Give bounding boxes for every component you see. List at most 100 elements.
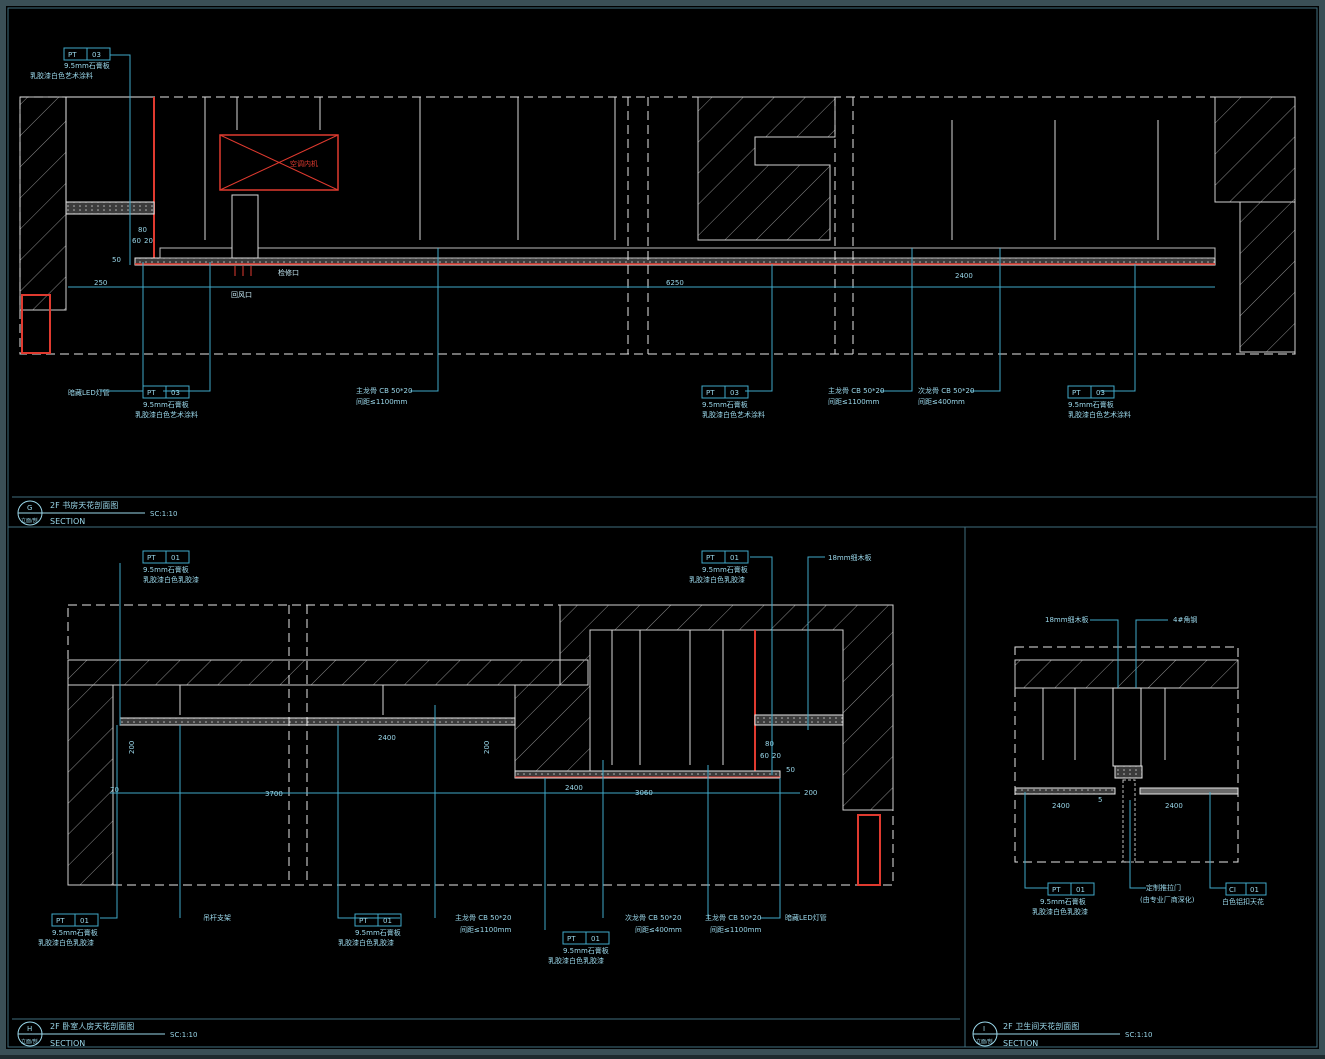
svg-text:PT: PT xyxy=(1072,389,1081,397)
svg-text:PT: PT xyxy=(56,917,65,925)
section-h-hanger-note: 吊杆支架 xyxy=(203,913,231,922)
svg-text:9.5mm石膏板: 9.5mm石膏板 xyxy=(702,565,748,574)
section-g-main-keel-2-spacing: 间距≤1100mm xyxy=(828,398,879,406)
section-g-dim-2400: 2400 xyxy=(955,272,973,280)
section-h-tag-5: PT 01 9.5mm石膏板 乳胶漆白色乳胶漆 xyxy=(548,931,610,965)
section-i-track xyxy=(1114,765,1143,779)
svg-text:乳胶漆白色艺术涂料: 乳胶漆白色艺术涂料 xyxy=(30,71,93,80)
section-h-marker-sub: 立面/剖 xyxy=(21,1038,38,1045)
section-g-dim-60: 60 xyxy=(132,237,141,245)
section-g-main-keel-2: 主龙骨 CB 50*20 xyxy=(828,386,884,395)
section-i-ceiling-left xyxy=(1014,787,1116,795)
svg-text:乳胶漆白色乳胶漆: 乳胶漆白色乳胶漆 xyxy=(689,575,745,584)
section-g-marker-letter: G xyxy=(27,504,32,512)
svg-text:9.5mm石膏板: 9.5mm石膏板 xyxy=(355,928,401,937)
section-i-tag-1: PT 01 9.5mm石膏板 乳胶漆白色乳胶漆 xyxy=(1032,882,1095,916)
svg-text:9.5mm石膏板: 9.5mm石膏板 xyxy=(64,61,110,70)
section-i-ceiling-right xyxy=(1139,787,1239,795)
section-h-dim-200b: 200 xyxy=(483,741,491,754)
svg-text:PT: PT xyxy=(706,389,715,397)
section-h-drawing: 3700 3060 2400 2400 200 200 70 80 60 20 … xyxy=(12,550,960,1048)
svg-text:乳胶漆白色乳胶漆: 乳胶漆白色乳胶漆 xyxy=(38,938,94,947)
section-g-scale: SC:1:10 xyxy=(150,510,177,518)
section-g-beam xyxy=(697,96,836,241)
svg-text:白色铝扣天花: 白色铝扣天花 xyxy=(1222,897,1264,906)
svg-text:PT: PT xyxy=(147,554,156,562)
svg-text:01: 01 xyxy=(171,554,180,562)
svg-text:9.5mm石膏板: 9.5mm石膏板 xyxy=(563,946,609,955)
svg-text:9.5mm石膏板: 9.5mm石膏板 xyxy=(143,565,189,574)
section-g-dim-80: 80 xyxy=(138,226,147,234)
section-h-tag-3: PT 01 9.5mm石膏板 乳胶漆白色乳胶漆 xyxy=(38,913,99,947)
svg-text:01: 01 xyxy=(1076,886,1085,894)
section-g-marker-sub: 立面/剖 xyxy=(21,517,38,524)
section-h-beam xyxy=(514,604,894,811)
svg-text:PT: PT xyxy=(147,389,156,397)
section-h-curtain xyxy=(857,814,881,886)
section-h-marker-letter: H xyxy=(27,1025,32,1033)
svg-text:PT: PT xyxy=(567,935,576,943)
section-i-door-note: 定制推拉门 xyxy=(1146,883,1181,892)
ac-unit-cross-b xyxy=(219,134,339,191)
section-h-tag-1: PT 01 9.5mm石膏板 乳胶漆白色乳胶漆 xyxy=(142,550,199,584)
section-h-dim-50: 50 xyxy=(786,766,795,774)
svg-text:9.5mm石膏板: 9.5mm石膏板 xyxy=(1040,897,1086,906)
section-h-hangers xyxy=(179,630,724,765)
section-h-ceiling-board-2 xyxy=(514,770,781,779)
section-h-left-wall xyxy=(67,684,114,886)
section-i-scale: SC:1:10 xyxy=(1125,1031,1152,1039)
svg-text:PT: PT xyxy=(359,917,368,925)
section-g-main-keel-spacing: 间距≤1100mm xyxy=(356,398,407,406)
section-g-breaks xyxy=(627,97,854,354)
section-g-curtain xyxy=(21,294,51,354)
section-i-title: 2F 卫生间天花剖面图 xyxy=(1003,1021,1079,1031)
section-h-dim-200a: 200 xyxy=(128,741,136,754)
section-g-keel xyxy=(159,247,1216,259)
section-g-dim-overall: 6250 xyxy=(666,279,684,287)
section-g-main-keel: 主龙骨 CB 50*20 xyxy=(356,386,412,395)
svg-text:01: 01 xyxy=(730,554,739,562)
return-air-arrows xyxy=(234,266,252,276)
section-g-dim-20: 20 xyxy=(144,237,153,245)
section-g-label: SECTION xyxy=(50,517,85,526)
section-h-dim-200c: 200 xyxy=(804,789,817,797)
svg-text:PT: PT xyxy=(706,554,715,562)
svg-text:乳胶漆白色乳胶漆: 乳胶漆白色乳胶漆 xyxy=(338,938,394,947)
section-g-left-wall xyxy=(19,96,67,311)
svg-text:9.5mm石膏板: 9.5mm石膏板 xyxy=(702,400,748,409)
section-h-tag-4: PT 01 9.5mm石膏板 乳胶漆白色乳胶漆 xyxy=(338,913,402,947)
svg-text:01: 01 xyxy=(1250,886,1259,894)
section-h-dim-20: 20 xyxy=(772,752,781,760)
section-g-sub-keel: 次龙骨 CB 50*20 xyxy=(918,386,974,395)
svg-text:01: 01 xyxy=(80,917,89,925)
section-h-main-keel-2-spacing: 间距≤1100mm xyxy=(710,926,761,934)
section-g-sub-keel-spacing: 间距≤400mm xyxy=(918,398,965,406)
section-g-tag-2: PT 03 9.5mm石膏板 乳胶漆白色艺术涂料 xyxy=(135,385,198,419)
svg-text:PT: PT xyxy=(68,51,77,59)
section-h-breaks xyxy=(288,605,308,885)
section-i-label: SECTION xyxy=(1003,1039,1038,1048)
svg-text:03: 03 xyxy=(730,389,739,397)
svg-text:01: 01 xyxy=(383,917,392,925)
svg-text:PT: PT xyxy=(1052,886,1061,894)
svg-text:9.5mm石膏板: 9.5mm石膏板 xyxy=(52,928,98,937)
section-g-tag-4: PT 03 9.5mm石膏板 乳胶漆白色艺术涂料 xyxy=(1067,385,1131,419)
section-h-ceiling-board-1 xyxy=(119,717,516,726)
section-h-main-keel-2: 主龙骨 CB 50*20 xyxy=(705,913,761,922)
section-h-leaders xyxy=(100,556,825,930)
section-i-door xyxy=(1122,779,1136,863)
svg-text:乳胶漆白色乳胶漆: 乳胶漆白色乳胶漆 xyxy=(143,575,199,584)
section-i-box xyxy=(1112,687,1142,767)
section-g-title: 2F 书房天花剖面图 xyxy=(50,500,118,510)
section-h-cove xyxy=(754,714,844,726)
section-h-dim-overall: 3700 xyxy=(265,790,283,798)
svg-text:03: 03 xyxy=(1096,389,1105,397)
section-g-outline xyxy=(19,96,1296,355)
section-i-tag-2: CI 01 白色铝扣天花 xyxy=(1222,882,1267,906)
section-h-dim-80: 80 xyxy=(765,740,774,748)
access-label: 检修口 xyxy=(278,268,299,277)
section-i-slab xyxy=(1014,659,1239,689)
